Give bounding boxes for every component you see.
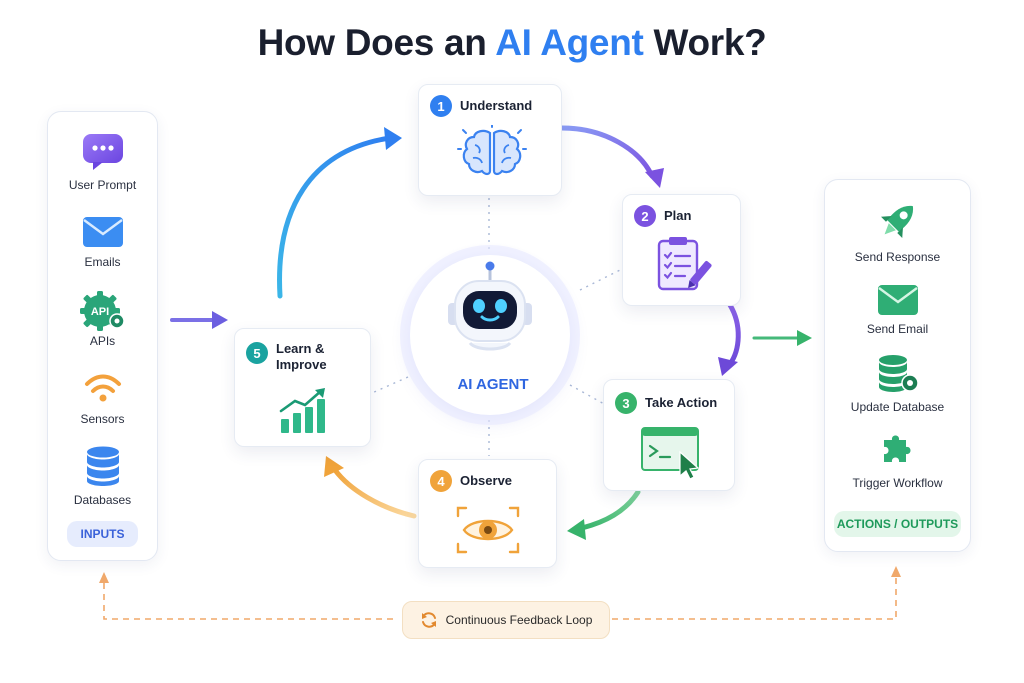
api-gear-icon: API	[79, 291, 125, 331]
output-item-send-email: Send Email	[825, 284, 970, 336]
database-gear-icon	[878, 355, 919, 392]
input-item-emails: Emails	[48, 215, 157, 269]
arrowhead-green	[567, 519, 586, 540]
step-title-take-action: Take Action	[645, 395, 718, 410]
inputs-tag: INPUTS	[67, 521, 138, 547]
input-label-sensors: Sensors	[80, 412, 125, 426]
arrow-understand-to-plan	[559, 125, 655, 179]
input-item-apis: API APIs	[48, 290, 157, 348]
output-label-update-database: Update Database	[850, 400, 945, 414]
feedback-arrowhead-right	[891, 566, 901, 577]
step-title-learn: Learn &	[276, 341, 325, 356]
feedback-arrowhead-left	[99, 572, 109, 583]
input-label-databases: Databases	[73, 493, 132, 507]
step-number-5: 5	[246, 342, 268, 364]
page-title: How Does an AI Agent Work?	[0, 22, 1024, 64]
terminal-cursor-icon	[641, 427, 700, 480]
step-card-plan: 2 Plan	[622, 194, 741, 306]
step-number-3: 3	[615, 392, 637, 414]
title-accent: AI Agent	[495, 22, 644, 63]
step-number-1: 1	[430, 95, 452, 117]
input-item-databases: Databases	[48, 445, 157, 507]
step-title-improve: Improve	[276, 357, 327, 372]
eye-icon	[456, 506, 520, 554]
chat-bubble-icon	[82, 134, 123, 170]
brain-icon	[457, 125, 527, 176]
envelope-icon	[82, 217, 123, 247]
input-label-emails: Emails	[84, 255, 121, 269]
step-number-4: 4	[430, 470, 452, 492]
feedback-loop-badge: Continuous Feedback Loop	[402, 601, 610, 639]
clipboard-checklist-icon	[657, 237, 712, 291]
puzzle-icon	[883, 435, 910, 462]
output-label-send-response: Send Response	[854, 250, 941, 264]
step-title-understand: Understand	[460, 98, 533, 113]
outputs-tag: ACTIONS / OUTPUTS	[834, 511, 961, 537]
step-card-understand: 1 Understand	[418, 84, 562, 196]
step-card-learn-improve: 5 Learn & Improve	[234, 328, 371, 447]
outputs-panel: Send Response Send Email Update Database…	[824, 179, 971, 552]
output-label-trigger-workflow: Trigger Workflow	[852, 476, 943, 490]
envelope-icon	[877, 285, 918, 315]
title-prefix: How Does an	[257, 22, 496, 63]
step-title-observe: Observe	[460, 473, 513, 488]
title-suffix: Work?	[643, 22, 767, 63]
arrowhead-purple-2	[718, 357, 738, 376]
input-label-user-prompt: User Prompt	[68, 178, 137, 192]
database-icon	[86, 446, 119, 486]
arrow-action-to-observe	[579, 489, 641, 531]
rocket-icon	[880, 205, 913, 238]
arrowhead-purple	[645, 168, 664, 188]
arrowhead-input	[212, 311, 228, 329]
refresh-icon	[421, 612, 436, 628]
arrowhead-blue	[384, 127, 402, 150]
step-number-2: 2	[634, 205, 656, 227]
step-title-plan: Plan	[664, 208, 692, 223]
arrowhead-orange	[324, 456, 344, 477]
output-label-send-email: Send Email	[866, 322, 929, 336]
wifi-signal-icon	[84, 374, 121, 402]
step-card-observe: 4 Observe	[418, 459, 557, 568]
arrow-learn-to-understand	[277, 135, 393, 299]
arrowhead-output	[797, 330, 812, 346]
output-item-send-response: Send Response	[825, 198, 970, 264]
robot-icon	[448, 261, 532, 351]
feedback-loop-label: Continuous Feedback Loop	[445, 613, 593, 627]
center-ai-agent	[410, 255, 570, 415]
center-connectors	[371, 198, 621, 456]
output-item-trigger-workflow: Trigger Workflow	[825, 430, 970, 490]
step-card-take-action: 3 Take Action	[603, 379, 735, 491]
inputs-panel: User Prompt Emails API APIs	[47, 111, 158, 561]
input-item-sensors: Sensors	[48, 370, 157, 426]
output-item-update-database: Update Database	[825, 354, 970, 414]
input-label-apis: APIs	[89, 334, 116, 348]
arrow-observe-to-learn	[332, 467, 417, 519]
arrow-plan-to-action	[727, 302, 741, 367]
center-label: AI AGENT	[457, 376, 529, 393]
growth-chart-icon	[279, 388, 325, 433]
input-item-user-prompt: User Prompt	[48, 132, 157, 192]
feedback-loop-line	[103, 576, 897, 620]
svg-text:API: API	[90, 306, 108, 318]
